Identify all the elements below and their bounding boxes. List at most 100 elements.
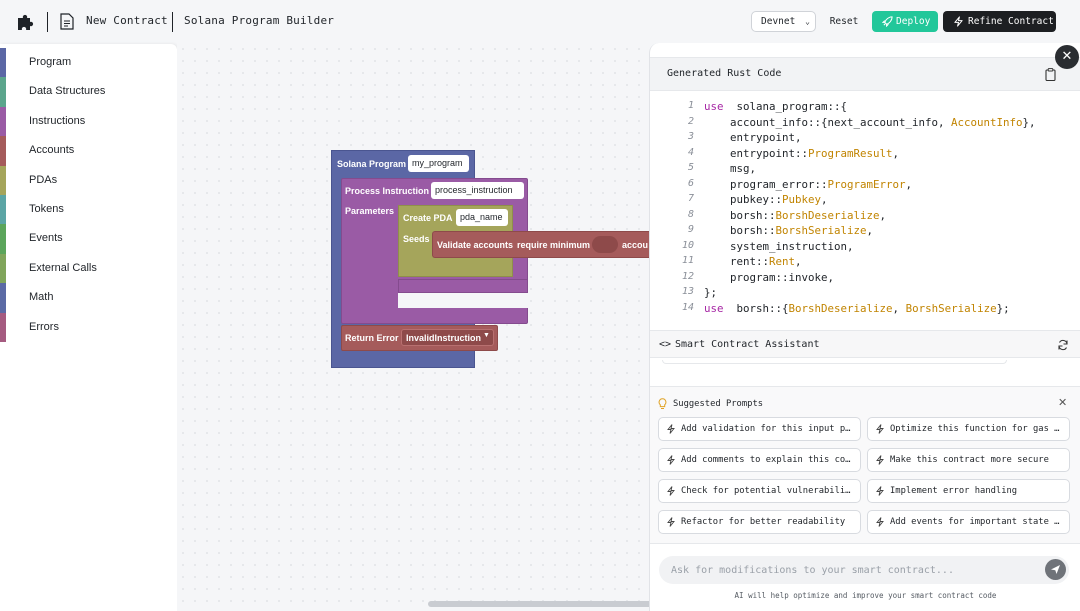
- lightning-icon: [667, 424, 675, 434]
- keyword-token: use: [704, 100, 724, 113]
- network-value: Devnet: [761, 16, 796, 27]
- prompt-text: Add comments to explain this co…: [681, 455, 851, 465]
- chat-input[interactable]: [659, 556, 1069, 584]
- code-text: account_info::{next_account_info, Accoun…: [704, 116, 1036, 129]
- validate-trailing-label: accou: [622, 240, 649, 250]
- message-bubble-edge: [662, 360, 1007, 364]
- category-program[interactable]: Program: [0, 48, 177, 78]
- code-text: entrypoint::ProgramResult,: [704, 147, 899, 160]
- line-number: 5: [687, 162, 694, 173]
- prompt-chip[interactable]: Check for potential vulnerabili…: [658, 479, 861, 503]
- category-events[interactable]: Events: [0, 224, 177, 254]
- refine-contract-button[interactable]: Refine Contract: [943, 11, 1056, 32]
- type-token: AccountInfo: [951, 115, 1023, 129]
- code-text: };: [704, 286, 717, 299]
- category-instructions[interactable]: Instructions: [0, 106, 177, 137]
- category-label: Program: [29, 56, 72, 68]
- refresh-icon[interactable]: [1057, 339, 1069, 351]
- category-label: Data Structures: [29, 85, 106, 98]
- line-number: 2: [687, 115, 694, 127]
- category-external-calls[interactable]: External Calls: [0, 253, 177, 284]
- code-token: account_info::{next_account_info,: [704, 115, 952, 129]
- category-math[interactable]: Math: [0, 283, 177, 313]
- type-token: ProgramError: [827, 177, 906, 191]
- blockly-workspace[interactable]: Solana Program my_program Process Instru…: [177, 43, 652, 611]
- code-token: program::invoke,: [704, 270, 835, 284]
- category-data-structures[interactable]: Data Structures: [0, 77, 177, 107]
- lightning-icon: [667, 517, 675, 527]
- keyword-token: use: [704, 301, 724, 315]
- code-token: ,: [892, 301, 906, 315]
- statement-slot: [398, 293, 528, 308]
- suggested-prompts: Suggested Prompts ✕ Add validation for t…: [650, 386, 1080, 543]
- workspace-horizontal-scrollbar[interactable]: [428, 601, 652, 607]
- prompt-text: Refactor for better readability: [681, 517, 846, 527]
- instruction-name-field[interactable]: process_instruction: [431, 182, 524, 199]
- category-label: External Calls: [29, 261, 97, 274]
- close-panel-button[interactable]: ✕: [1055, 45, 1079, 69]
- prompt-text: Optimize this function for gas …: [890, 424, 1060, 434]
- prompt-chip[interactable]: Add events for important state …: [867, 510, 1070, 534]
- project-name[interactable]: New Contract: [86, 14, 168, 27]
- type-token: BorshSerialize: [775, 224, 867, 237]
- line-number: 12: [681, 270, 694, 282]
- type-token: BorshSerialize: [905, 301, 997, 315]
- code-token: ,: [879, 208, 887, 222]
- code-token: solana_program::{: [723, 100, 848, 113]
- suggested-prompts-title: Suggested Prompts: [673, 399, 764, 409]
- pda-block-label: Create PDA: [403, 213, 453, 223]
- prompt-chip[interactable]: Optimize this function for gas …: [867, 417, 1070, 441]
- prompt-chip[interactable]: Implement error handling: [867, 479, 1070, 503]
- error-dropdown[interactable]: InvalidInstruction ▼: [401, 329, 494, 346]
- category-label: Tokens: [29, 203, 64, 215]
- puzzle-piece-icon[interactable]: [16, 12, 36, 32]
- line-number: 10: [681, 239, 694, 251]
- code-title: Generated Rust Code: [667, 68, 782, 79]
- prompt-chip[interactable]: Refactor for better readability: [658, 510, 861, 534]
- category-color-bar: [0, 283, 6, 313]
- code-token: system_instruction,: [704, 239, 854, 253]
- clipboard-icon[interactable]: [1045, 68, 1056, 81]
- prompt-text: Add events for important state …: [890, 517, 1060, 527]
- category-tokens[interactable]: Tokens: [0, 195, 177, 225]
- assistant-hint: AI will help optimize and improve your s…: [734, 591, 997, 600]
- document-icon: [60, 13, 74, 30]
- close-icon[interactable]: ✕: [1058, 396, 1068, 409]
- lightning-icon: [876, 455, 884, 465]
- category-color-bar: [0, 77, 6, 107]
- reset-button[interactable]: Reset: [829, 16, 859, 27]
- deploy-button[interactable]: Deploy: [872, 11, 938, 32]
- category-accounts[interactable]: Accounts: [0, 136, 177, 166]
- validate-accounts-label: Validate accounts: [437, 240, 514, 250]
- category-pdas[interactable]: PDAs: [0, 165, 177, 195]
- code-text: program_error::ProgramError,: [704, 178, 912, 191]
- category-label: PDAs: [29, 173, 58, 186]
- code-token: ,: [866, 224, 874, 237]
- prompt-chip[interactable]: Add comments to explain this co…: [658, 448, 861, 472]
- send-button[interactable]: [1045, 559, 1066, 580]
- prompt-chip[interactable]: Make this contract more secure: [867, 448, 1070, 472]
- refine-label: Refine Contract: [968, 16, 1054, 27]
- program-name-field[interactable]: my_program: [408, 155, 469, 172]
- code-token: entrypoint,: [704, 131, 802, 144]
- line-number: 7: [687, 193, 694, 204]
- assistant-header: <> Smart Contract Assistant: [650, 330, 1080, 358]
- lightning-icon: [954, 16, 963, 27]
- code-token: borsh::{: [723, 301, 789, 315]
- line-number: 3: [687, 131, 694, 142]
- type-token: Pubkey: [782, 193, 822, 206]
- code-token: borsh::: [704, 208, 776, 222]
- header-divider: [47, 12, 48, 32]
- line-number: 6: [687, 177, 694, 189]
- send-icon: [1051, 565, 1060, 574]
- category-errors[interactable]: Errors: [0, 312, 177, 342]
- pda-name-field[interactable]: pda_name: [456, 209, 508, 226]
- category-color-bar: [0, 165, 6, 195]
- deploy-label: Deploy: [896, 16, 931, 27]
- network-select[interactable]: Devnet ⌄: [751, 11, 816, 32]
- prompt-chip[interactable]: Add validation for this input p…: [658, 417, 861, 441]
- line-number: 13: [681, 286, 694, 297]
- minimum-value-slot[interactable]: [592, 236, 618, 253]
